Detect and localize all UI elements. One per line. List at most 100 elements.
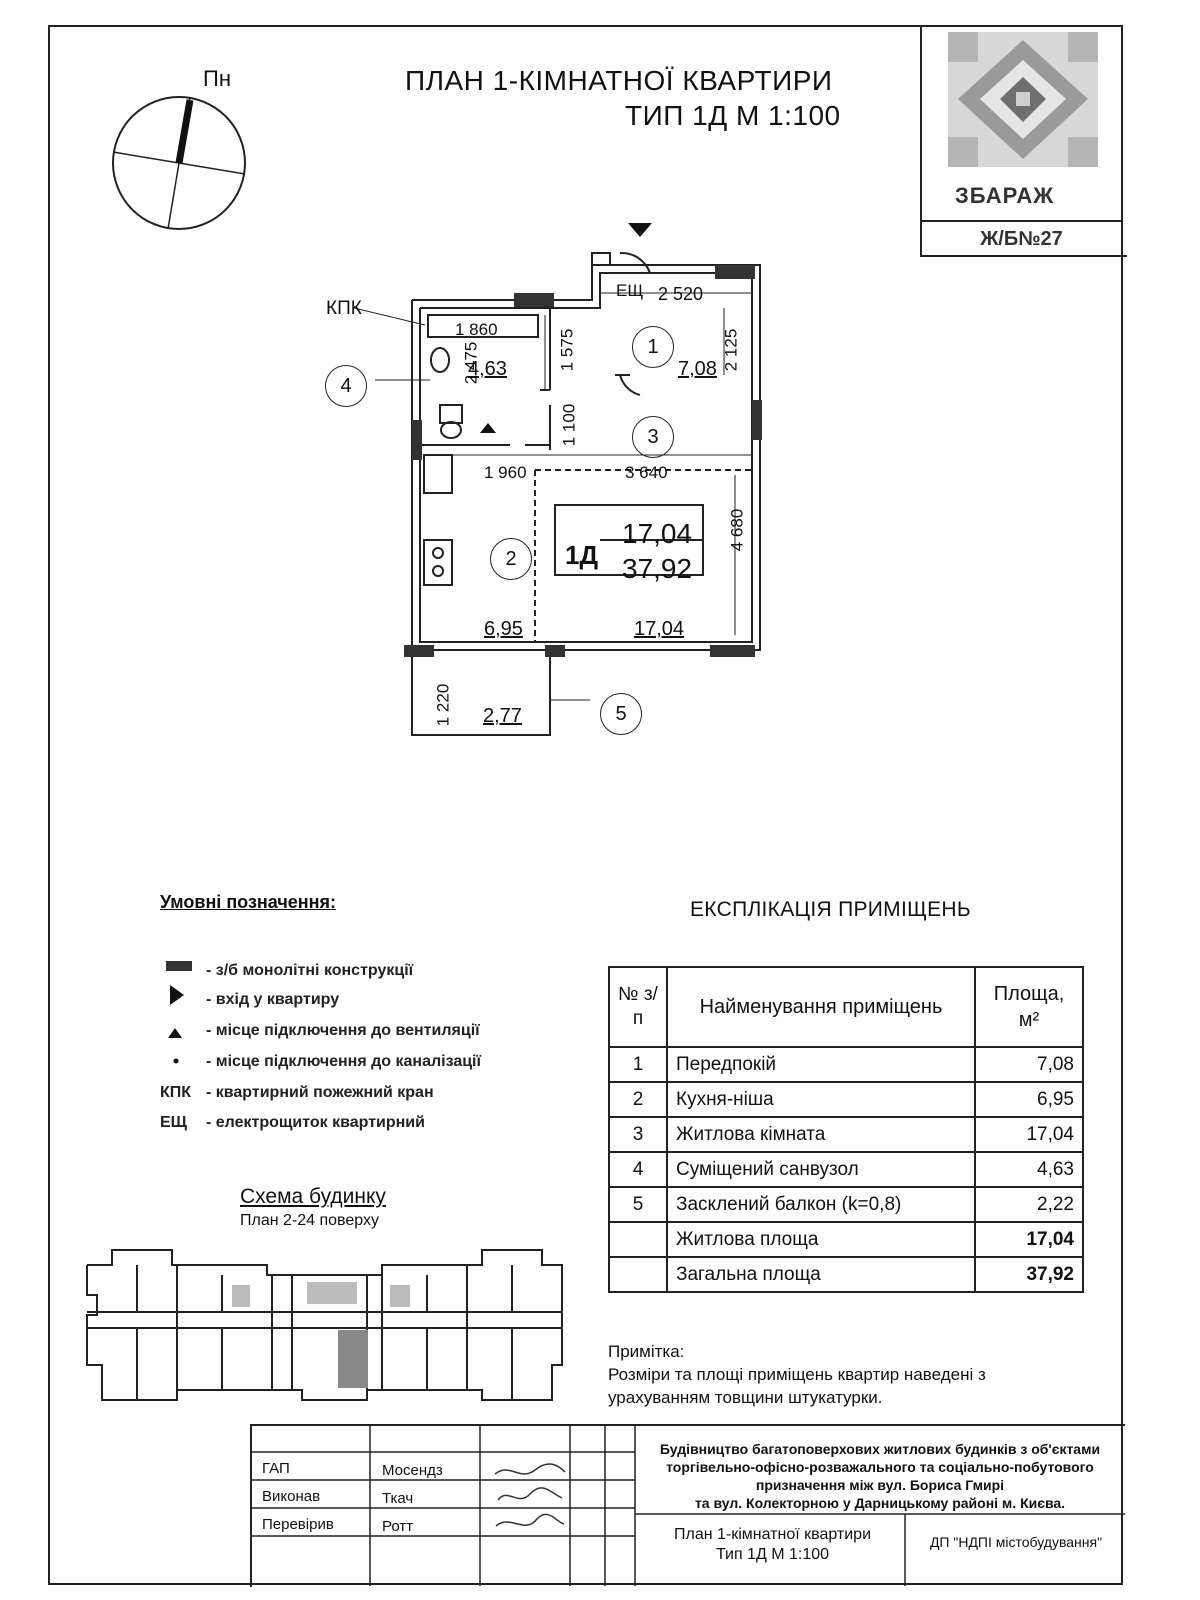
sheet-title-line-2: Тип 1Д М 1:100: [715, 1546, 830, 1563]
table-row: 2 Кухня-ніша 6,95: [608, 1081, 1084, 1118]
legend-item-ventilation: - місце підключення до вентиляції: [206, 1022, 480, 1039]
ornament-logo-icon: [948, 32, 1098, 167]
dim-1100: 1 100: [559, 403, 579, 447]
building-scheme-drawing: [86, 1249, 563, 1401]
project-line-3: призначення між вул. Бориса Гмирі: [755, 1477, 1005, 1493]
room-3-area: 17,04: [634, 618, 685, 640]
note-line-1: Розміри та площі приміщень квартир навед…: [608, 1365, 986, 1384]
room-1-area: 7,08: [678, 358, 717, 380]
row-area: 7,08: [974, 1046, 1084, 1083]
room-5-area: 2,77: [483, 705, 522, 727]
table-header-row: № з/п Найменування приміщень Площа, м²: [608, 966, 1084, 1048]
room-3-marker: 3: [632, 416, 674, 458]
role-gap: ГАП: [262, 1460, 290, 1477]
row-name: Засклений балкон (k=0,8): [666, 1186, 976, 1223]
room-4-marker: 4: [325, 365, 367, 407]
row-area: 6,95: [974, 1081, 1084, 1118]
project-description: Будівництво багатоповерхових житлових бу…: [640, 1440, 1120, 1512]
row-no: 1: [608, 1046, 668, 1083]
sheet-title-line-1: План 1-кімнатної квартири: [674, 1526, 871, 1543]
row-no: 2: [608, 1081, 668, 1118]
ventilation-icon: [168, 1028, 182, 1038]
living-area-label: Житлова площа: [666, 1221, 976, 1258]
dim-4680: 4 680: [727, 508, 747, 552]
table-row: 3 Житлова кімната 17,04: [608, 1116, 1084, 1153]
table-row-living-total: Житлова площа 17,04: [608, 1221, 1084, 1258]
eshch-label: ЕЩ: [616, 281, 644, 300]
table-row: 1 Передпокій 7,08: [608, 1046, 1084, 1083]
col-header-no: № з/п: [608, 966, 668, 1048]
note-block: Примітка: Розміри та площі приміщень ква…: [608, 1340, 986, 1409]
scheme-subtitle: План 2-24 поверху: [240, 1212, 379, 1229]
note-line-2: урахуванням товщини штукатурки.: [608, 1388, 883, 1407]
total-area-value: 37,92: [622, 553, 693, 584]
role-checked: Перевірив: [262, 1516, 334, 1533]
legend-item-entrance: - вхід у квартиру: [206, 991, 340, 1008]
apartment-type-code: 1Д: [565, 540, 598, 570]
legend-item-electrical-panel: - електрощиток квартирний: [206, 1114, 425, 1131]
dim-1220: 1 220: [433, 683, 453, 727]
living-area-value: 17,04: [622, 518, 693, 549]
row-name: Передпокій: [666, 1046, 976, 1083]
dim-2520: 2 520: [658, 284, 704, 304]
living-area-total: 17,04: [974, 1221, 1084, 1258]
title-block: [250, 1424, 1125, 1587]
dim-1575: 1 575: [557, 328, 577, 372]
dim-2125: 2 125: [721, 328, 741, 372]
kpk-label: КПК: [326, 298, 362, 319]
title-block-grid: [250, 1424, 1125, 1586]
total-area-total: 37,92: [974, 1256, 1084, 1293]
plan-type-scale: ТИП 1Д М 1:100: [625, 100, 841, 131]
name-performed: Ткач: [382, 1490, 414, 1507]
room-2-marker: 2: [490, 538, 532, 580]
floor-plan-drawing: [353, 223, 762, 736]
row-area: 4,63: [974, 1151, 1084, 1188]
row-no: 4: [608, 1151, 668, 1188]
table-row: 5 Засклений балкон (k=0,8) 2,22: [608, 1186, 1084, 1223]
table-row-overall-total: Загальна площа 37,92: [608, 1256, 1084, 1293]
role-performed: Виконав: [262, 1488, 321, 1505]
legend-item-fire-hydrant: - квартирний пожежний кран: [206, 1084, 434, 1101]
north-label: Пн: [203, 66, 231, 91]
legend-title: Умовні позначення:: [160, 892, 337, 912]
organization-name: ДП "НДПІ містобудування": [929, 1534, 1103, 1550]
explication-title: ЕКСПЛІКАЦІЯ ПРИМІЩЕНЬ: [690, 898, 971, 921]
table-row: 4 Суміщений санвузол 4,63: [608, 1151, 1084, 1188]
legend-symbol-kpk: КПК: [160, 1084, 192, 1101]
sheet-title: План 1-кімнатної квартири Тип 1Д М 1:100: [640, 1525, 905, 1565]
compass-rose-icon: [112, 96, 246, 230]
room-4-area: 4,63: [468, 358, 507, 380]
room-1-marker: 1: [632, 326, 674, 368]
room-2-area: 6,95: [484, 618, 523, 640]
legend-symbol-eshch: ЕЩ: [160, 1114, 187, 1131]
stamp-title: ЗБАРАЖ: [955, 183, 1055, 208]
entrance-arrow-icon: [170, 985, 184, 1005]
row-name: Житлова кімната: [666, 1116, 976, 1153]
project-line-2: торгівельно-офісно-розважального та соці…: [666, 1459, 1094, 1475]
name-gap: Мосендз: [382, 1462, 443, 1479]
room-5-marker: 5: [600, 693, 642, 735]
sewage-point-icon: [173, 1058, 179, 1064]
col-header-name: Найменування приміщень: [666, 966, 976, 1048]
stamp-subtitle: Ж/Б№27: [920, 220, 1123, 256]
explication-table: № з/п Найменування приміщень Площа, м² 1…: [608, 966, 1084, 1293]
row-no: 5: [608, 1186, 668, 1223]
legend-item-sewage: - місце підключення до каналізації: [206, 1053, 481, 1070]
col-header-area: Площа, м²: [974, 966, 1084, 1048]
project-line-4: та вул. Колекторною у Дарницькому районі…: [694, 1495, 1066, 1511]
legend-item-concrete: - з/б монолітні конструкції: [206, 962, 414, 979]
row-no: 3: [608, 1116, 668, 1153]
plan-title: ПЛАН 1-КІМНАТНОЇ КВАРТИРИ: [405, 65, 833, 96]
row-area: 2,22: [974, 1186, 1084, 1223]
scheme-title: Схема будинку: [240, 1185, 386, 1208]
dim-3640: 3 640: [625, 463, 668, 482]
dim-1860: 1 860: [455, 320, 498, 339]
legend-symbols: [166, 961, 192, 1064]
row-name: Суміщений санвузол: [666, 1151, 976, 1188]
drawing-sheet-frame: [48, 25, 1123, 1585]
project-line-1: Будівництво багатоповерхових житлових бу…: [659, 1441, 1101, 1457]
stamp-box: [920, 25, 1127, 257]
note-heading: Примітка:: [608, 1342, 685, 1361]
total-area-label: Загальна площа: [666, 1256, 976, 1293]
signatures: [494, 1463, 566, 1527]
